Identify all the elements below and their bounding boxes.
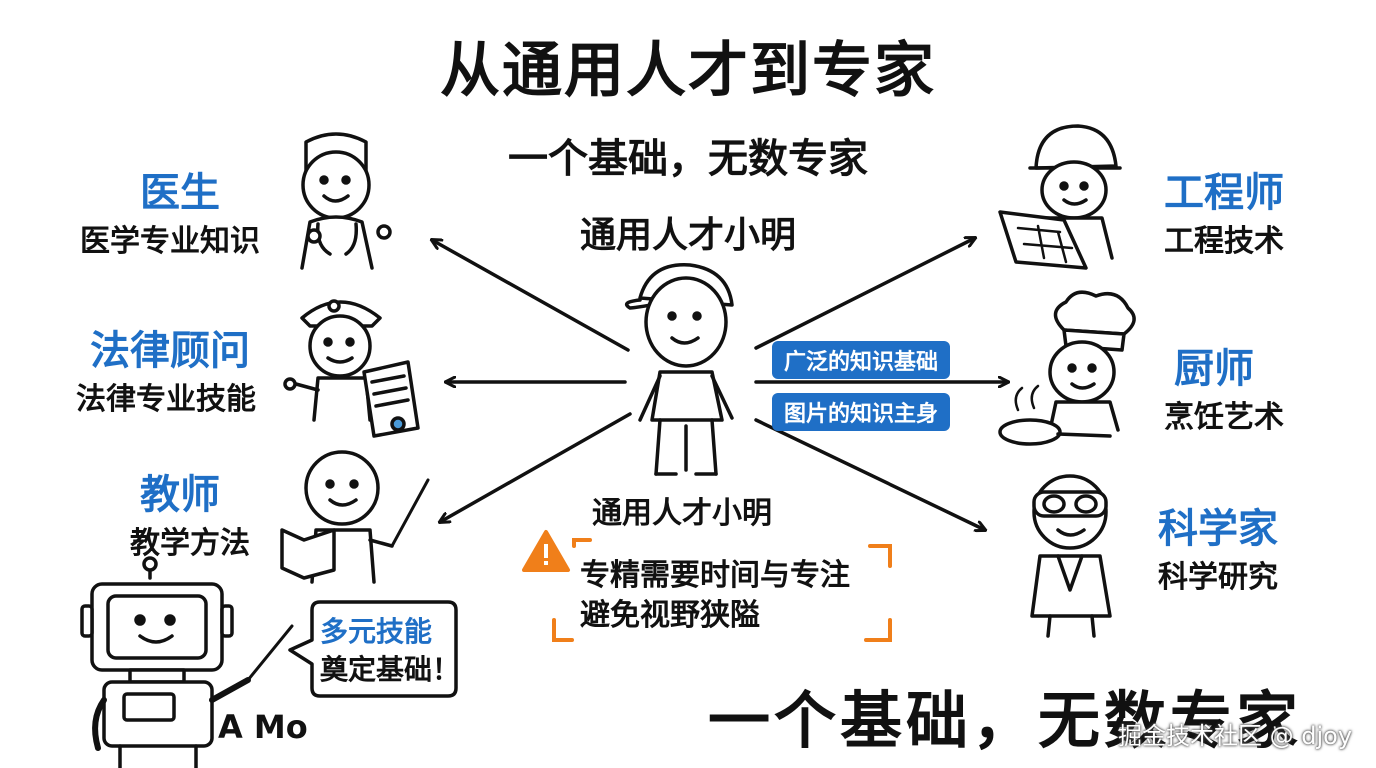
skill-chef: 烹饪艺术	[1164, 400, 1284, 435]
warning-line-1: 专精需要时间与专注	[580, 558, 850, 593]
role-scientist: 科学家	[1158, 506, 1278, 552]
speech-bubble	[288, 600, 458, 698]
engineer-icon	[998, 124, 1122, 270]
arrow-to-doctor	[432, 240, 630, 352]
tag-knowledge-base: 广泛的知识基础	[772, 341, 951, 379]
role-doctor: 医生	[140, 170, 220, 216]
skill-engineer: 工程技术	[1164, 224, 1284, 259]
bubble-line-1: 多元技能	[320, 615, 433, 648]
chef-icon	[998, 290, 1136, 446]
lawyer-icon	[283, 299, 420, 438]
warning-frame	[552, 538, 892, 642]
role-chef: 厨师	[1174, 346, 1254, 392]
arrow-to-teacher	[440, 412, 632, 522]
skill-scientist: 科学研究	[1158, 560, 1278, 595]
warning-line-2: 避免视野狭隘	[580, 598, 760, 633]
subtitle: 一个基础，无数专家	[508, 135, 868, 182]
center-name-top: 通用人才小明	[579, 215, 796, 256]
arrow-to-scientist	[754, 418, 985, 530]
teacher-icon	[280, 450, 430, 584]
skill-lawyer: 法律专业技能	[76, 382, 256, 417]
role-engineer: 工程师	[1164, 170, 1284, 216]
arrow-to-engineer	[754, 238, 975, 350]
bubble-line-2: 奠定基础！	[320, 653, 461, 686]
tag-knowledge-body: 图片的知识主身	[772, 393, 951, 431]
skill-doctor: 医学专业知识	[80, 224, 260, 259]
doctor-icon	[300, 132, 392, 270]
role-lawyer: 法律顾问	[90, 328, 250, 374]
page-title: 从通用人才到专家	[440, 36, 936, 106]
watermark: 掘金技术社区 @ djoy	[1118, 722, 1353, 750]
robot-icon	[80, 556, 294, 768]
scientist-icon	[1030, 474, 1112, 638]
robot-name: A Mo	[218, 708, 308, 746]
role-teacher: 教师	[140, 472, 220, 518]
skill-teacher: 教学方法	[130, 526, 250, 561]
center-name-bottom: 通用人才小明	[592, 496, 772, 531]
warning-icon	[522, 530, 570, 572]
center-person-icon	[624, 263, 734, 476]
slogan: 一个基础，无数专家	[708, 684, 1303, 757]
